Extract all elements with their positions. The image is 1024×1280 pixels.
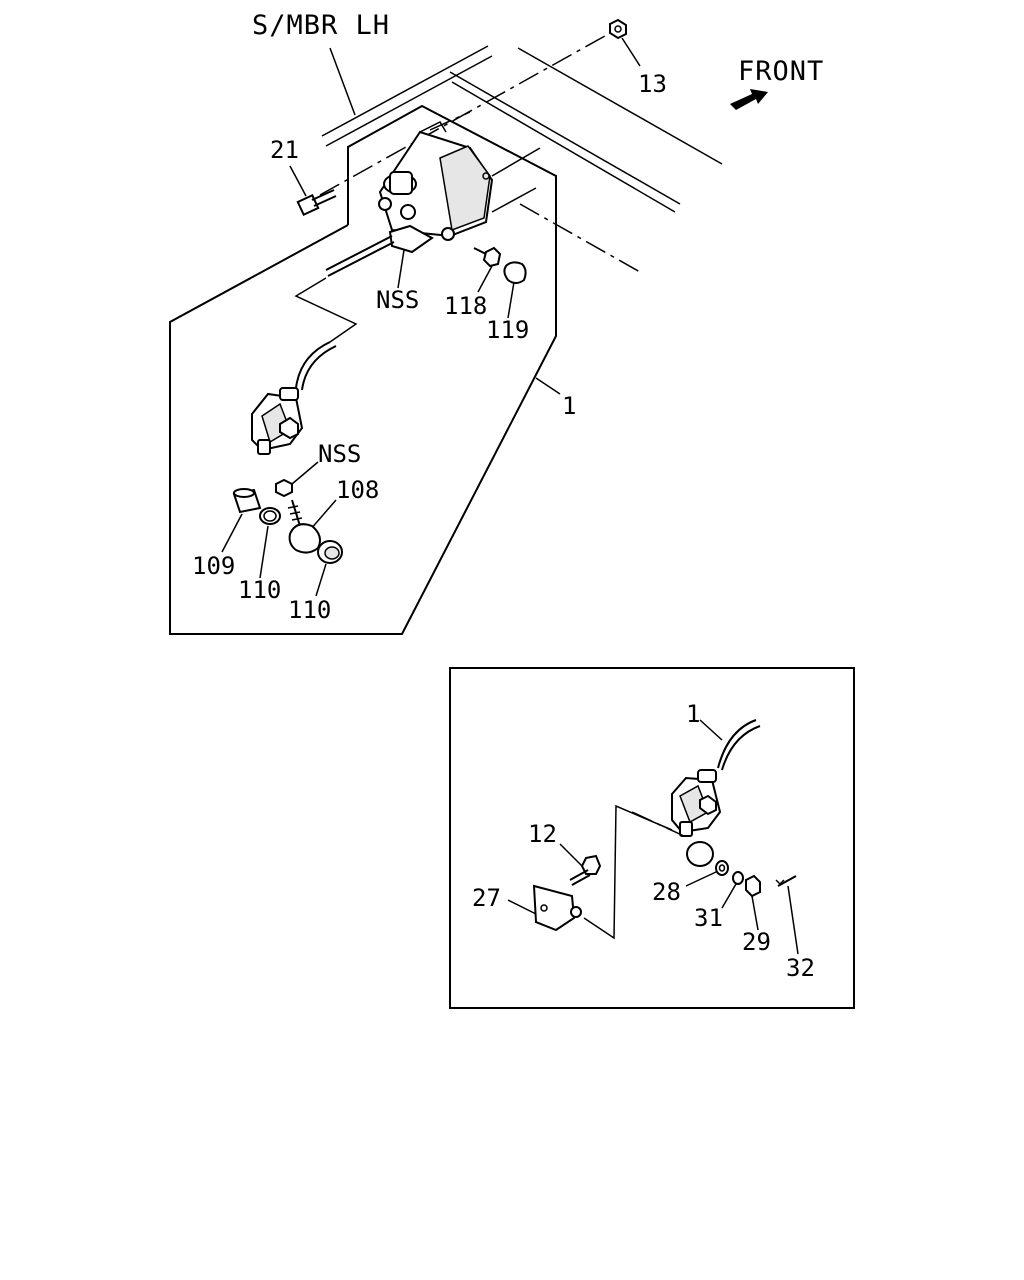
callout-1: 1 (562, 392, 576, 420)
leader-12 (559, 843, 583, 867)
nut-13 (609, 18, 627, 40)
callout-110-b: 110 (288, 596, 331, 624)
detail-centerline (631, 811, 685, 837)
callout-110-a: 110 (238, 576, 281, 604)
detail-cable (717, 719, 761, 771)
callout-32: 32 (786, 954, 815, 982)
control-rod (294, 235, 395, 343)
washer-28 (715, 860, 729, 876)
callout-29: 29 (742, 928, 771, 956)
callout-28: 28 (652, 878, 681, 906)
callout-31: 31 (694, 904, 723, 932)
bush-110-b (317, 540, 343, 564)
leader-29 (751, 895, 759, 931)
leader-28 (685, 871, 717, 887)
leader-21 (289, 165, 307, 197)
actuator-body (378, 121, 494, 254)
assembly-boundary (169, 104, 561, 635)
stud-line-b (491, 187, 537, 213)
leader-119 (507, 281, 515, 319)
leader-108 (309, 499, 337, 531)
callout-nss-lower: NSS (318, 440, 361, 468)
leader-nss-upper (397, 249, 405, 289)
cap-119 (503, 261, 527, 284)
nut-nss-lower (275, 478, 293, 498)
leader-32 (787, 885, 799, 955)
leader-110-a (259, 525, 269, 579)
pin-32 (775, 875, 797, 887)
bush-108 (288, 523, 321, 554)
bolt-12 (569, 854, 602, 886)
callout-27: 27 (472, 884, 501, 912)
direction-label: FRONT (738, 56, 824, 87)
leader-nss-lower (291, 461, 319, 485)
leader-110-b (315, 563, 327, 597)
callout-13: 13 (638, 70, 667, 98)
washer-31 (732, 871, 744, 885)
location-label: S/MBR LH (252, 10, 390, 41)
callout-109: 109 (192, 552, 235, 580)
bolt-21 (296, 189, 337, 217)
centerline-upper (429, 111, 471, 131)
leader-27 (507, 899, 537, 915)
leader-31 (721, 883, 737, 909)
front-arrow-icon (730, 89, 768, 110)
nut-29 (745, 874, 761, 898)
leader-118 (477, 265, 493, 293)
stud-line-a (491, 147, 541, 177)
leader-d1 (699, 719, 723, 741)
callout-nss-upper: NSS (376, 286, 419, 314)
ring-110-a (259, 507, 281, 525)
detail-view-frame (449, 667, 855, 1009)
bolt-118 (473, 246, 502, 268)
sensor-cable (295, 341, 337, 391)
callout-108: 108 (336, 476, 379, 504)
lower-sensor (251, 387, 304, 455)
callout-119: 119 (486, 316, 529, 344)
side-member-frame (321, 45, 723, 273)
detail-sensor (671, 769, 722, 867)
callout-118: 118 (444, 292, 487, 320)
callout-21: 21 (270, 136, 299, 164)
callout-12: 12 (528, 820, 557, 848)
bracket-27 (532, 884, 582, 932)
leader-109 (221, 513, 243, 553)
screw-108 (287, 499, 303, 527)
leader-13 (621, 37, 641, 67)
callout-d1: 1 (686, 700, 700, 728)
sleeve-109 (232, 488, 262, 514)
